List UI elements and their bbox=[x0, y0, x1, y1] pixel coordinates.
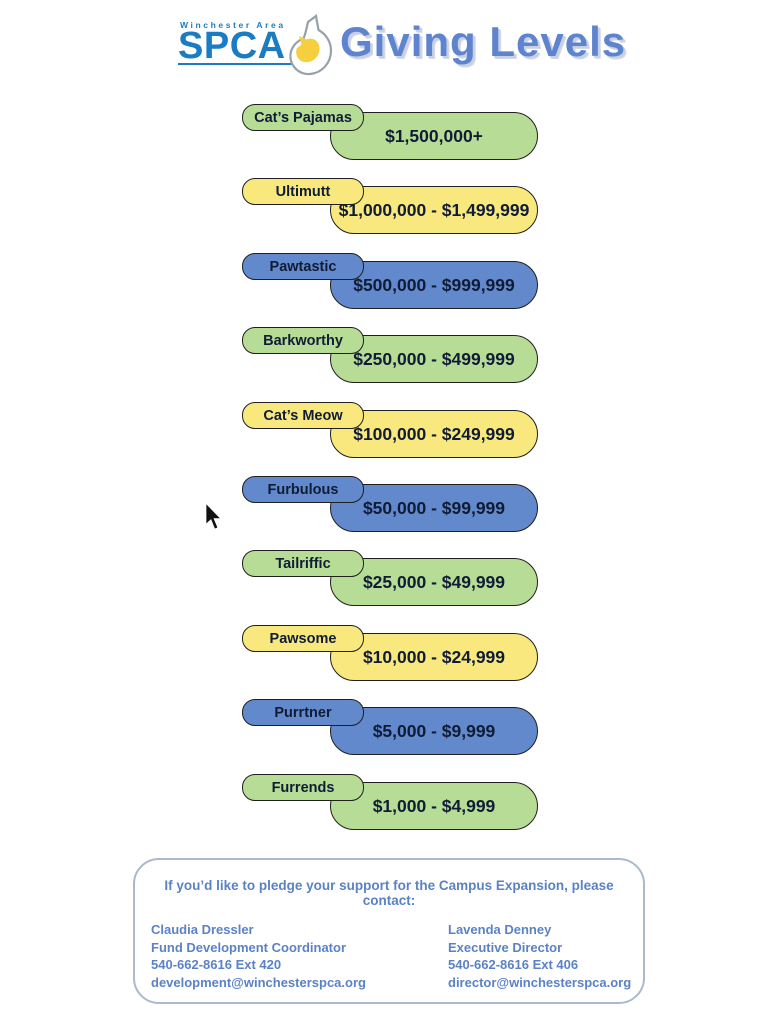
contact-name: Claudia Dressler bbox=[151, 922, 254, 937]
contact-phone: 540-662-8616 Ext 406 bbox=[448, 957, 579, 972]
giving-level-row: $1,000,000 - $1,499,999 Ultimutt bbox=[242, 178, 538, 236]
giving-level-name: Tailriffic bbox=[275, 555, 331, 572]
giving-level-name: Ultimutt bbox=[275, 183, 331, 200]
giving-level-amount: $25,000 - $49,999 bbox=[362, 571, 506, 592]
giving-level-amount-pill: $25,000 - $49,999 bbox=[330, 558, 538, 606]
giving-level-amount: $10,000 - $24,999 bbox=[362, 646, 506, 667]
spca-logo-text: Winchester Area SPCA bbox=[178, 20, 318, 67]
giving-level-amount: $1,000 - $4,999 bbox=[372, 795, 496, 816]
giving-level-name-pill: Barkworthy bbox=[242, 327, 364, 354]
giving-level-name: Pawtastic bbox=[269, 258, 337, 275]
giving-level-amount-pill: $500,000 - $999,999 bbox=[330, 261, 538, 309]
giving-level-amount: $50,000 - $99,999 bbox=[362, 497, 506, 518]
giving-level-name: Furrends bbox=[271, 779, 335, 796]
giving-level-row: $5,000 - $9,999 Purrtner bbox=[242, 699, 538, 757]
contact-columns: Claudia Dressler Fund Development Coordi… bbox=[151, 921, 643, 991]
giving-level-amount-pill: $50,000 - $99,999 bbox=[330, 484, 538, 532]
giving-level-row: $1,000 - $4,999 Furrends bbox=[242, 774, 538, 832]
spca-logo: Winchester Area SPCA bbox=[178, 14, 333, 80]
giving-level-row: $100,000 - $249,999 Cat’s Meow bbox=[242, 402, 538, 460]
contact-intro: If you’d like to pledge your support for… bbox=[164, 878, 614, 908]
logo-area-text: Winchester Area bbox=[180, 20, 286, 30]
giving-level-name-pill: Tailriffic bbox=[242, 550, 364, 577]
logo-org-text: SPCA bbox=[178, 25, 286, 67]
mouse-cursor-icon bbox=[205, 503, 223, 531]
giving-level-amount: $100,000 - $249,999 bbox=[353, 423, 515, 444]
giving-level-amount-pill: $1,500,000+ bbox=[330, 112, 538, 160]
giving-level-name: Cat’s Meow bbox=[263, 407, 343, 424]
giving-level-amount-pill: $10,000 - $24,999 bbox=[330, 633, 538, 681]
dog-and-cat-logo-icon bbox=[289, 14, 333, 76]
giving-level-amount: $5,000 - $9,999 bbox=[372, 720, 496, 741]
giving-levels-list: $1,500,000+ Cat’s Pajamas $1,000,000 - $… bbox=[242, 104, 538, 854]
contact-email: director@winchesterspca.org bbox=[448, 974, 632, 990]
giving-level-amount: $500,000 - $999,999 bbox=[353, 274, 515, 295]
page-title: Giving Levels bbox=[340, 18, 627, 65]
contact-box: If you’d like to pledge your support for… bbox=[133, 858, 645, 1004]
contact-card: Lavenda Denney Executive Director 540-66… bbox=[448, 921, 631, 991]
giving-level-row: $500,000 - $999,999 Pawtastic bbox=[242, 253, 538, 311]
giving-level-amount-pill: $5,000 - $9,999 bbox=[330, 707, 538, 755]
giving-level-name: Pawsome bbox=[269, 630, 337, 647]
giving-level-amount-pill: $250,000 - $499,999 bbox=[330, 335, 538, 383]
giving-level-row: $10,000 - $24,999 Pawsome bbox=[242, 625, 538, 683]
giving-level-amount-pill: $100,000 - $249,999 bbox=[330, 410, 538, 458]
giving-level-name-pill: Pawsome bbox=[242, 625, 364, 652]
giving-level-row: $50,000 - $99,999 Furbulous bbox=[242, 476, 538, 534]
giving-level-row: $1,500,000+ Cat’s Pajamas bbox=[242, 104, 538, 162]
contact-role: Executive Director bbox=[448, 939, 563, 955]
giving-level-name-pill: Cat’s Pajamas bbox=[242, 104, 364, 131]
giving-level-name-pill: Ultimutt bbox=[242, 178, 364, 205]
giving-level-name: Barkworthy bbox=[263, 332, 343, 349]
giving-level-amount: $1,000,000 - $1,499,999 bbox=[338, 199, 530, 220]
giving-level-name-pill: Furbulous bbox=[242, 476, 364, 503]
giving-level-name-pill: Cat’s Meow bbox=[242, 402, 364, 429]
contact-card: Claudia Dressler Fund Development Coordi… bbox=[151, 921, 448, 991]
giving-level-row: $25,000 - $49,999 Tailriffic bbox=[242, 550, 538, 608]
giving-level-name: Furbulous bbox=[267, 481, 339, 498]
giving-level-name-pill: Pawtastic bbox=[242, 253, 364, 280]
contact-phone: 540-662-8616 Ext 420 bbox=[151, 957, 282, 972]
giving-level-amount: $250,000 - $499,999 bbox=[353, 348, 515, 369]
giving-level-name-pill: Furrends bbox=[242, 774, 364, 801]
giving-level-amount-pill: $1,000,000 - $1,499,999 bbox=[330, 186, 538, 234]
contact-name: Lavenda Denney bbox=[448, 922, 552, 937]
giving-level-name: Cat’s Pajamas bbox=[254, 109, 352, 126]
giving-level-row: $250,000 - $499,999 Barkworthy bbox=[242, 327, 538, 385]
giving-level-name-pill: Purrtner bbox=[242, 699, 364, 726]
contact-role: Fund Development Coordinator bbox=[151, 939, 346, 955]
giving-level-amount: $1,500,000+ bbox=[385, 125, 483, 146]
giving-level-amount-pill: $1,000 - $4,999 bbox=[330, 782, 538, 830]
contact-email: development@winchesterspca.org bbox=[151, 974, 366, 990]
giving-level-name: Purrtner bbox=[274, 704, 332, 721]
header: Winchester Area SPCA Giving Levels bbox=[0, 0, 779, 90]
